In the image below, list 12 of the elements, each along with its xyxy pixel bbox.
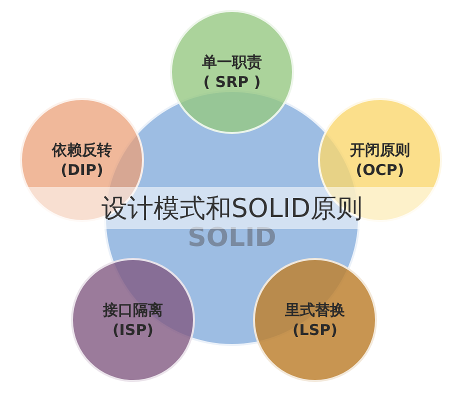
principle-name: 开闭原则: [350, 140, 410, 160]
principle-name: 接口隔离: [103, 300, 163, 320]
principle-abbreviation: ( SRP ): [203, 72, 261, 92]
principle-name: 依赖反转: [52, 140, 112, 160]
principle-abbreviation: (DIP): [60, 160, 104, 180]
principle-name: 单一职责: [202, 52, 262, 72]
center-label: SOLID: [188, 223, 276, 253]
principle-abbreviation: (ISP): [112, 320, 154, 340]
principle-abbreviation: (LSP): [292, 320, 338, 340]
principle-abbreviation: (OCP): [356, 160, 404, 180]
principle-name: 里式替换: [285, 300, 345, 320]
title: 设计模式和SOLID原则: [101, 192, 363, 226]
